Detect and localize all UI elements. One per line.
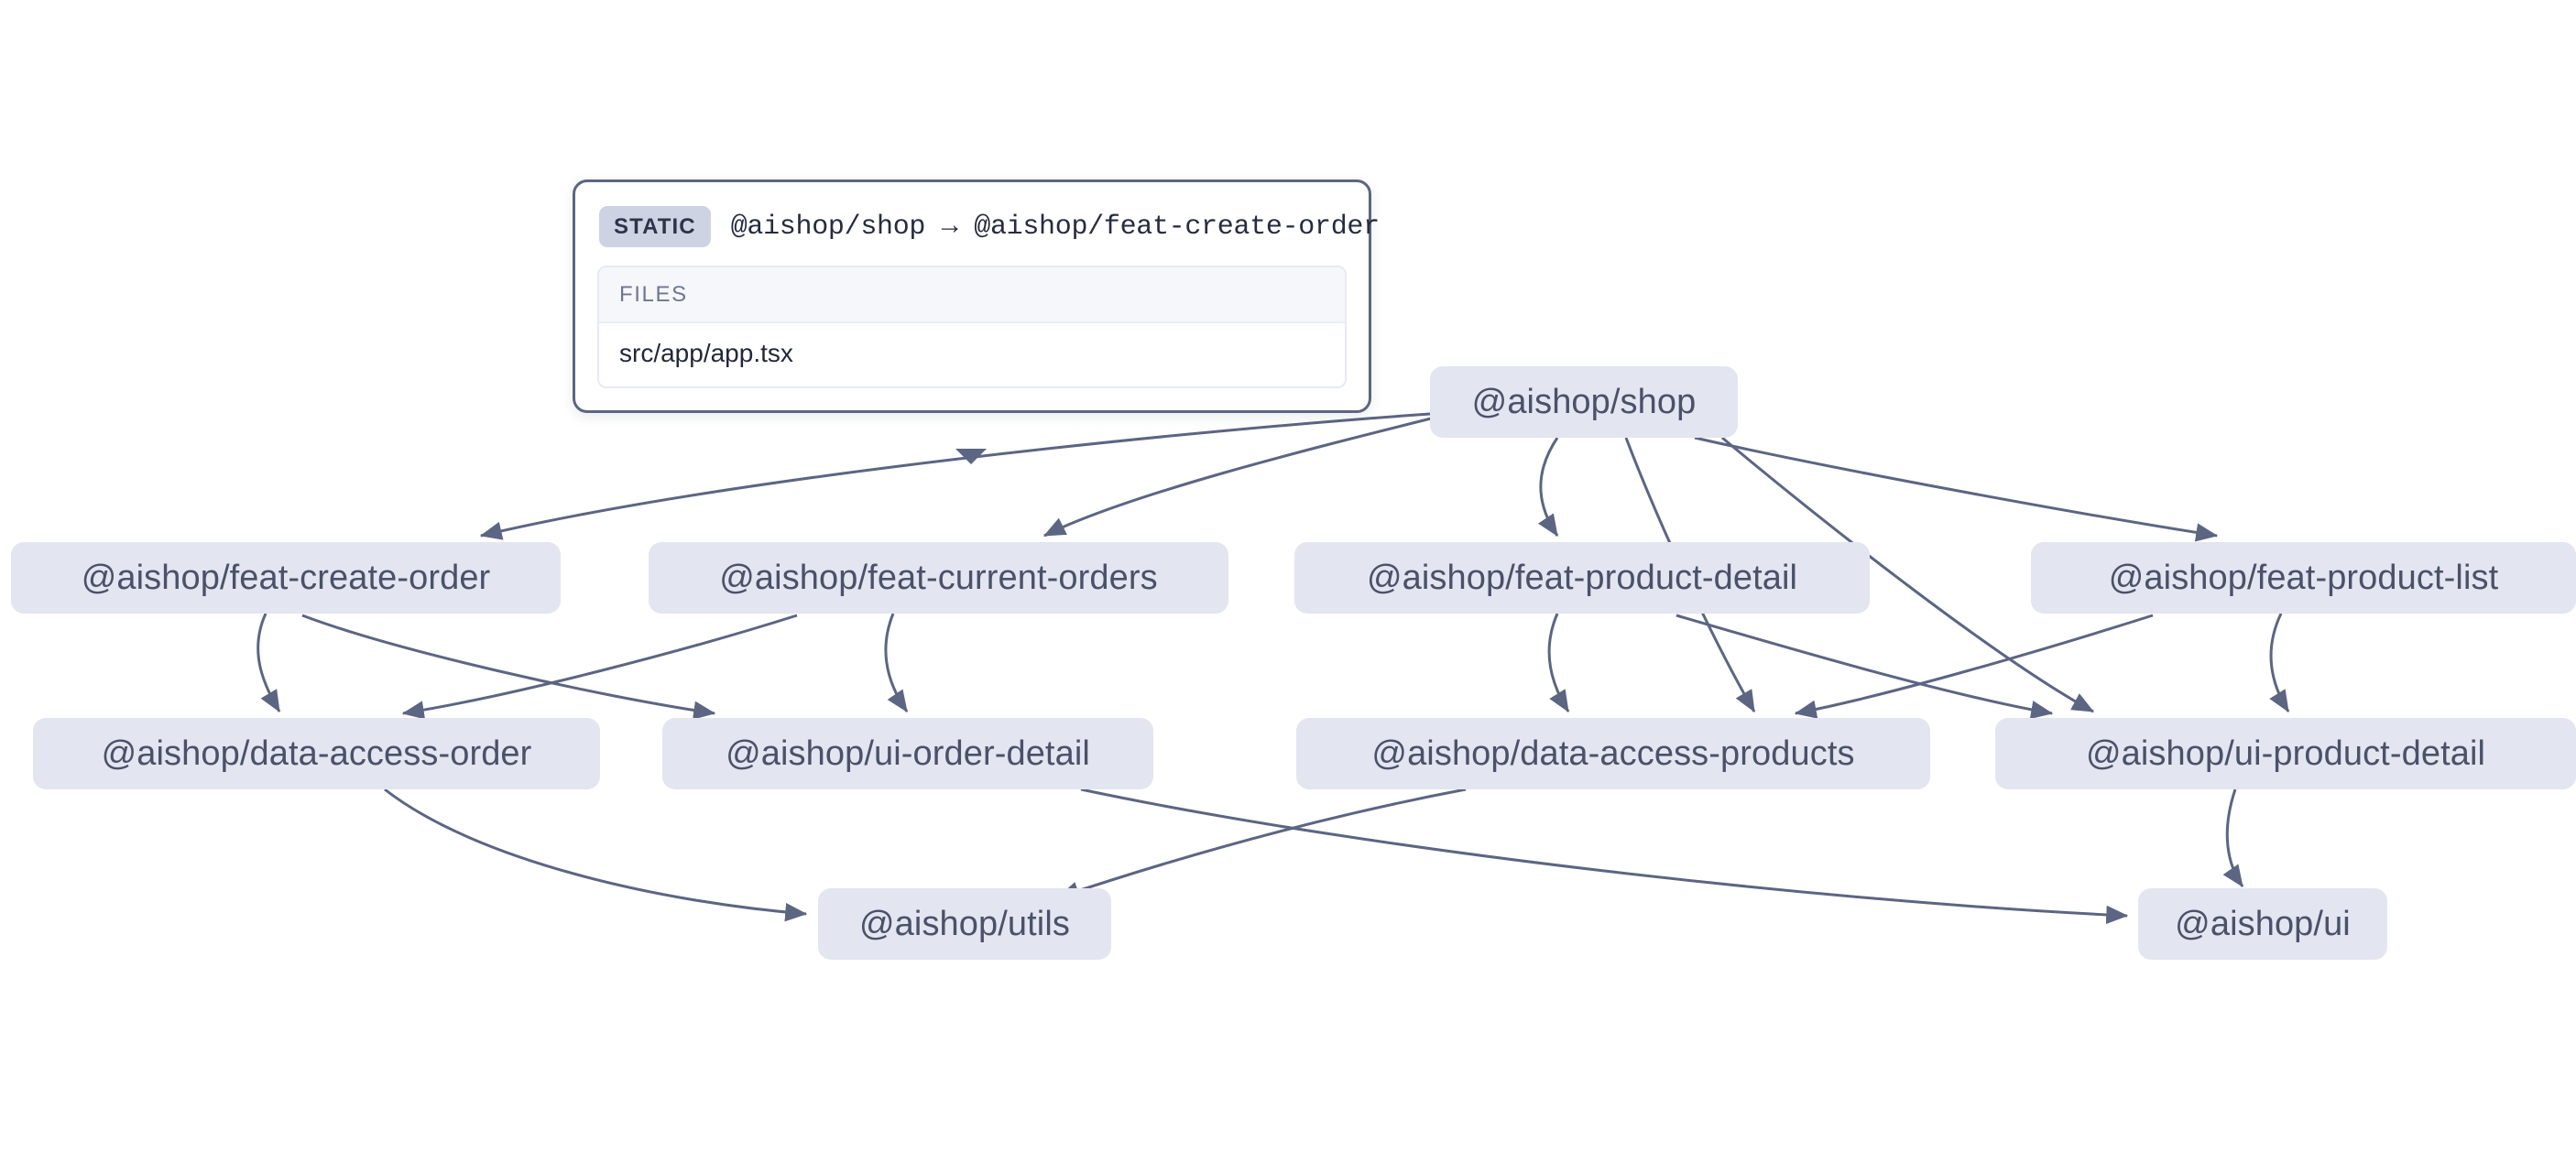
static-badge: STATIC [599,206,711,247]
tooltip-header: STATIC @aishop/shop → @aishop/feat-creat… [597,202,1380,260]
edge-data-access-products-to-utils [1056,788,1467,900]
edge-feat-current-orders-to-ui-order-detail [884,613,909,712]
node-label: @aishop/feat-product-detail [1366,558,1798,597]
edge-shop-to-feat-product-detail [1537,437,1559,537]
node-label: @aishop/feat-product-list [2108,558,2499,597]
edge-group [257,412,2290,925]
node-label: @aishop/feat-create-order [81,558,491,597]
node-label: @aishop/shop [1471,382,1697,421]
node-label: @aishop/ui-product-detail [2085,734,2486,773]
node-label: @aishop/ui [2175,904,2351,943]
graph-node-feat-create-order[interactable]: @aishop/feat-create-order [11,542,561,614]
graph-node-feat-current-orders[interactable]: @aishop/feat-current-orders [649,542,1228,614]
tooltip-files-table: FILES src/app/app.tsx [597,266,1347,388]
edge-shop-to-feat-create-order [479,412,1431,540]
graph-node-data-access-products[interactable]: @aishop/data-access-products [1296,718,1930,789]
graph-node-ui-product-detail[interactable]: @aishop/ui-product-detail [1995,718,2576,789]
edge-data-access-order-to-utils [384,788,808,922]
node-label: @aishop/ui-order-detail [726,734,1090,773]
edge-shop-to-feat-current-orders [1042,415,1439,538]
tooltip-title: @aishop/shop → @aishop/feat-create-order [730,211,1380,243]
edge-ui-product-detail-to-ui [2222,788,2244,887]
graph-node-feat-product-detail[interactable]: @aishop/feat-product-detail [1294,542,1870,614]
edge-feat-product-detail-to-ui-product-detail [1675,614,2054,720]
graph-node-ui-order-detail[interactable]: @aishop/ui-order-detail [662,718,1153,789]
edge-shop-to-feat-product-list [1694,436,2219,542]
edge-feat-product-list-to-data-access-products [1794,614,2154,719]
graph-node-ui[interactable]: @aishop/ui [2138,888,2387,960]
edge-ui-order-detail-to-ui [1080,788,2129,925]
graph-node-data-access-order[interactable]: @aishop/data-access-order [33,718,600,789]
node-label: @aishop/feat-current-orders [719,558,1158,597]
file-list-item[interactable]: src/app/app.tsx [599,323,1345,386]
edge-feat-product-list-to-ui-product-detail [2269,613,2290,713]
graph-node-shop[interactable]: @aishop/shop [1430,366,1738,438]
graph-node-utils[interactable]: @aishop/utils [818,888,1111,960]
graph-node-feat-product-list[interactable]: @aishop/feat-product-list [2031,542,2576,614]
edge-detail-tooltip: STATIC @aishop/shop → @aishop/feat-creat… [573,179,1380,413]
edge-feat-current-orders-to-data-access-order [401,614,798,720]
node-label: @aishop/data-access-products [1371,734,1855,773]
edge-feat-product-detail-to-data-access-products [1547,613,1570,713]
tooltip-pointer-arrow [955,449,987,464]
edge-feat-create-order-to-ui-order-detail [301,614,716,720]
edge-feat-create-order-to-data-access-order [257,613,281,713]
files-column-header: FILES [599,267,1345,323]
node-label: @aishop/utils [859,904,1070,943]
node-label: @aishop/data-access-order [101,734,532,773]
